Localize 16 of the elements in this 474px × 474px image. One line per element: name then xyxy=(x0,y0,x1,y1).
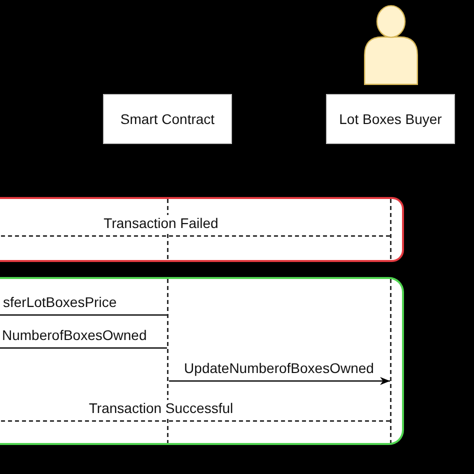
message-arrow xyxy=(169,377,390,385)
message-line xyxy=(0,347,167,349)
participant-box: Lot Boxes Buyer xyxy=(326,94,455,144)
participant-box: Smart Contract xyxy=(103,94,232,144)
message-line xyxy=(0,235,390,237)
fragment-frame xyxy=(0,197,404,262)
message-line xyxy=(0,314,167,316)
lifeline xyxy=(390,279,392,443)
lifeline xyxy=(390,199,392,260)
message-line xyxy=(0,420,390,422)
message-label: sferLotBoxesPrice xyxy=(2,294,118,310)
message-label: Transaction Successful xyxy=(88,400,234,416)
lifeline xyxy=(167,279,169,443)
message-label: UpdateNumberofBoxesOwned xyxy=(183,360,375,376)
message-label: NumberofBoxesOwned xyxy=(1,327,148,343)
message-label: Transaction Failed xyxy=(102,215,220,231)
